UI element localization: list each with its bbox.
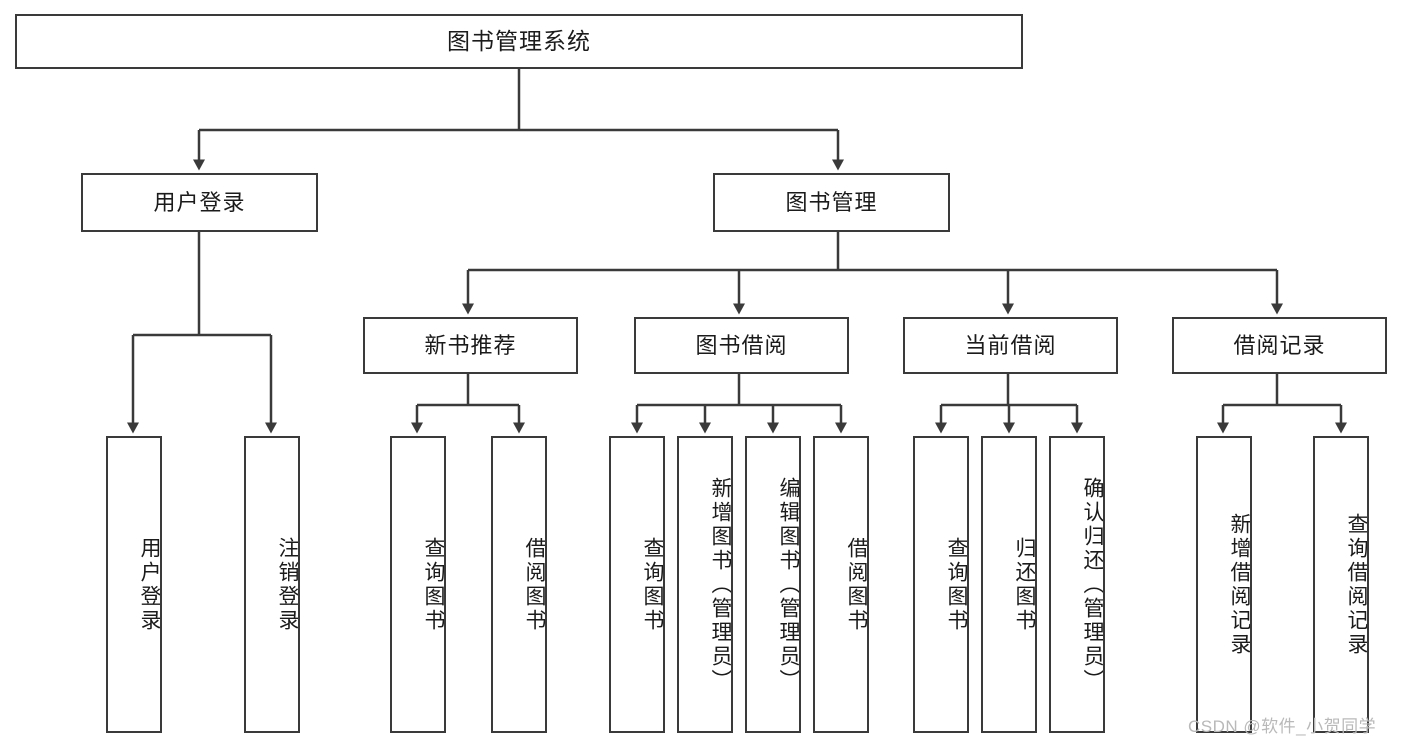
node-user-login[interactable]: 用户登录 (81, 173, 318, 232)
leaf-logout-login[interactable]: 注销登录 (244, 436, 300, 733)
node-label: 归还图书 (1013, 536, 1036, 633)
node-label: 借阅记录 (1233, 332, 1326, 358)
node-label: 新增借阅记录 (1228, 512, 1251, 657)
node-label: 图书管理 (785, 189, 878, 215)
node-label: 查询借阅记录 (1345, 512, 1368, 657)
leaf-add-borrow-record[interactable]: 新增借阅记录 (1196, 436, 1252, 733)
node-label: 编辑图书（管理员） (777, 476, 800, 693)
node-label: 借阅图书 (523, 536, 546, 633)
node-label: 当前借阅 (964, 332, 1057, 358)
node-label: 新书推荐 (424, 332, 517, 358)
leaf-query-book-borrow[interactable]: 查询图书 (609, 436, 665, 733)
leaf-confirm-return-admin[interactable]: 确认归还（管理员） (1049, 436, 1105, 733)
node-book-management[interactable]: 图书管理 (713, 173, 950, 232)
leaf-borrow-book-recommend[interactable]: 借阅图书 (491, 436, 547, 733)
node-borrow-record[interactable]: 借阅记录 (1172, 317, 1387, 374)
node-current-borrow[interactable]: 当前借阅 (903, 317, 1118, 374)
node-book-borrow[interactable]: 图书借阅 (634, 317, 849, 374)
node-label: 用户登录 (138, 536, 161, 633)
node-label: 用户登录 (153, 189, 246, 215)
leaf-query-borrow-record[interactable]: 查询借阅记录 (1313, 436, 1369, 733)
leaf-return-book[interactable]: 归还图书 (981, 436, 1037, 733)
node-label: 查询图书 (641, 536, 664, 633)
leaf-query-book-current[interactable]: 查询图书 (913, 436, 969, 733)
node-root-book-management-system[interactable]: 图书管理系统 (15, 14, 1023, 69)
node-label: 查询图书 (945, 536, 968, 633)
node-label: 借阅图书 (845, 536, 868, 633)
leaf-user-login[interactable]: 用户登录 (106, 436, 162, 733)
leaf-add-book-admin[interactable]: 新增图书（管理员） (677, 436, 733, 733)
csdn-watermark: CSDN @软件_小贺同学 (1188, 717, 1377, 736)
node-new-book-recommend[interactable]: 新书推荐 (363, 317, 578, 374)
node-label: 确认归还（管理员） (1081, 476, 1104, 693)
node-label: 新增图书（管理员） (709, 476, 732, 693)
leaf-borrow-book[interactable]: 借阅图书 (813, 436, 869, 733)
node-label: 查询图书 (422, 536, 445, 633)
node-label: 图书借阅 (695, 332, 788, 358)
leaf-query-book-recommend[interactable]: 查询图书 (390, 436, 446, 733)
leaf-edit-book-admin[interactable]: 编辑图书（管理员） (745, 436, 801, 733)
node-label: 注销登录 (276, 536, 299, 633)
node-label: 图书管理系统 (447, 28, 591, 55)
